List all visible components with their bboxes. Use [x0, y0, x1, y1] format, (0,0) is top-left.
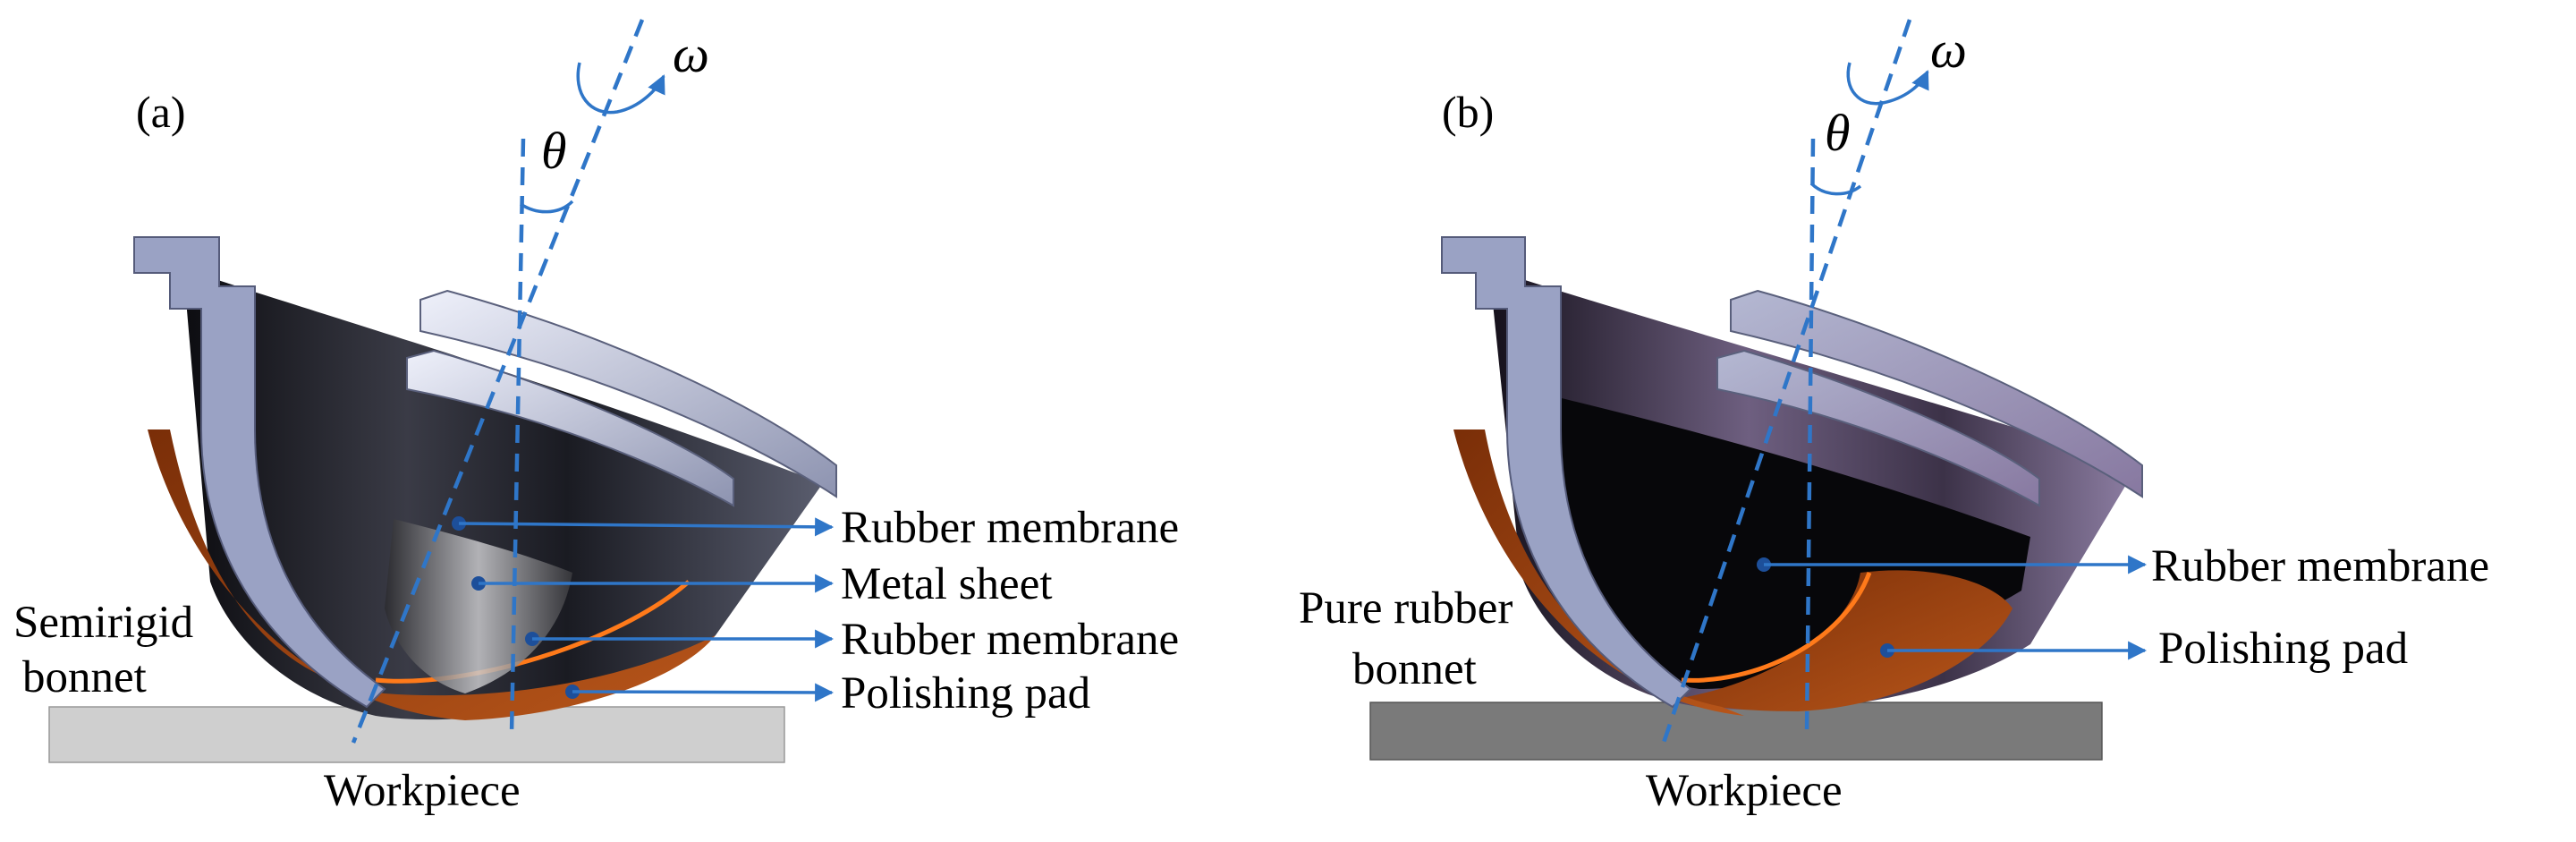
polishing-pad-b: [1682, 570, 2012, 711]
callout-label: Polishing pad: [841, 668, 1090, 719]
callout-rubber-membrane-1-a: Rubber membrane: [452, 503, 1179, 553]
workpiece-b: [1369, 702, 2103, 761]
bonnet-label-b-line1: Pure rubber: [1299, 583, 1513, 634]
callout-rubber-membrane-2-a: Rubber membrane: [525, 615, 1179, 665]
bonnet-label-a-line1: Semirigid: [13, 598, 193, 648]
pad-left-b: [1453, 430, 1744, 716]
pad-rim-a: [375, 580, 691, 684]
bonnet-holder-b: [1441, 236, 1692, 709]
vertical-axis-b: [1804, 138, 1816, 735]
theta-label-a: θ: [541, 122, 567, 180]
theta-arc-a: [520, 200, 574, 214]
omega-label-b: ω: [1930, 21, 1967, 79]
metal-sheet-shape-a: [385, 519, 572, 693]
bonnet-label-a-line2: bonnet: [22, 652, 147, 702]
callout-metal-sheet-a: Metal sheet: [471, 559, 1053, 609]
panel-b: (b) θ ω Rubber membrane Poli: [1299, 19, 2489, 816]
tool-axis-b: [1661, 19, 1912, 744]
bonnet-drum-a: [183, 268, 823, 720]
bonnet-holder-a: [133, 236, 386, 709]
theta-label-b: θ: [1825, 104, 1851, 162]
flange-lower-a: [406, 349, 734, 507]
omega-arrow-a: [576, 62, 665, 115]
panel-a: (a) θ ω Rubber membrane: [13, 19, 1179, 816]
workpiece-label-b: Workpiece: [1646, 766, 1843, 816]
flange-lower-b: [1716, 349, 2040, 507]
tool-axis-a: [351, 19, 645, 744]
flange-upper-b: [1730, 289, 2143, 498]
callout-polishing-pad-a: Polishing pad: [565, 668, 1090, 719]
flange-upper-a: [419, 289, 837, 498]
panel-a-tag: (a): [136, 87, 186, 137]
workpiece-label-a: Workpiece: [324, 766, 521, 816]
panel-b-tag: (b): [1442, 87, 1494, 137]
theta-arc-b: [1809, 182, 1862, 196]
omega-label-a: ω: [673, 25, 709, 83]
callout-polishing-pad-b: Polishing pad: [1880, 624, 2408, 674]
callout-label: Rubber membrane: [841, 503, 1179, 553]
callout-rubber-membrane-b: Rubber membrane: [1757, 541, 2489, 591]
callout-label: Rubber membrane: [2151, 541, 2489, 591]
omega-arrow-b: [1846, 62, 1929, 106]
vertical-axis-a: [509, 138, 526, 735]
callout-label: Rubber membrane: [841, 615, 1179, 665]
callout-label: Metal sheet: [841, 559, 1053, 609]
bonnet-label-b-line2: bonnet: [1352, 644, 1477, 694]
callout-label: Polishing pad: [2158, 624, 2408, 674]
pad-rim-b: [1681, 572, 1872, 683]
